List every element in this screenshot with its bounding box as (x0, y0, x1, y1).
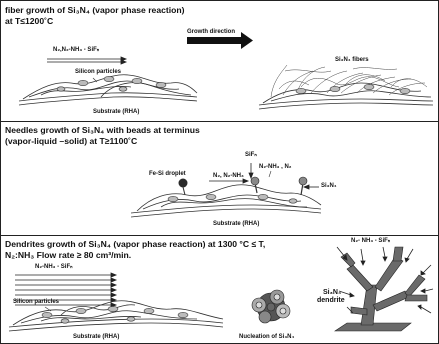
panel2-title-line1: Needles growth of Si₃N₄ with beads at te… (5, 125, 200, 135)
dendrite-gas-label: N₂- NH₃ - SiFₙ (351, 238, 390, 245)
panel3-title-line1: Dendrites growth of Si₃N₄ (vapor phase r… (5, 239, 265, 249)
sifn-label: SiFₙ (245, 152, 257, 159)
panel3-silicon-particles-label: Silicon particles (13, 299, 59, 306)
panel3-title-line2: N₂:NH₃ Flow rate ≥ 80 cm³/min. (5, 250, 131, 260)
nucleation-cluster (252, 290, 290, 323)
panel1-substrate-label: Substrate (RHA) (93, 109, 139, 116)
si3n4-dendrite (335, 247, 427, 331)
substrate-particles (168, 194, 297, 203)
si3n4-label: Si₃N₄ (321, 183, 337, 190)
sifn-arrow (249, 163, 253, 178)
panel3-substrate-label: Substrate (RHA) (73, 334, 119, 341)
panel2-gas2-label: N₂-NH₃ , N₂ (259, 164, 291, 171)
growth-direction-label: Growth direction (187, 29, 235, 36)
nucleation-label: Nucleation of Si₃N₄ (239, 334, 294, 341)
panel-fiber-growth: fiber growth of Si₃N₄ (vapor phase react… (1, 1, 438, 122)
gas2-pointer (269, 171, 271, 177)
panel2-substrate-label: Substrate (RHA) (213, 221, 259, 228)
panel1-title-line2: at T≤1200˚C (5, 16, 53, 26)
fe-si-droplet (179, 179, 188, 196)
panel1-silicon-particles-label: Silicon particles (75, 69, 121, 76)
panel3-gas-label: N₂-NH₃ - SiFₙ (35, 264, 73, 271)
dendrite-label-line1: Si₃N₄ (323, 289, 341, 296)
si3n4-pointer (304, 185, 319, 189)
gas-flow-arrows (47, 57, 126, 64)
panel-dendrites-growth: Dendrites growth of Si₃N₄ (vapor phase r… (1, 235, 438, 343)
dendrite-label-line2: dendrite (317, 297, 345, 304)
panel2-title-line2: (vapor-liquid –solid) at T≥1100˚C (5, 136, 137, 146)
panel2-gas1-label: N₂, N₂-NH₃ (213, 173, 244, 180)
si3n4-fibers-label: Si₃N₄ fibers (335, 57, 369, 64)
fe-si-droplet-label: Fe-Si droplet (149, 171, 186, 178)
panel1-illustration (1, 1, 438, 121)
substrate-right (259, 83, 433, 109)
needle-beads (251, 177, 307, 185)
panel-needles-growth: Needles growth of Si₃N₄ with beads at te… (1, 121, 438, 236)
panel1-title-line1: fiber growth of Si₃N₄ (vapor phase react… (5, 5, 185, 15)
panel1-gas-label: N₂,N₂-NH₃ - SiFₙ (53, 47, 99, 54)
